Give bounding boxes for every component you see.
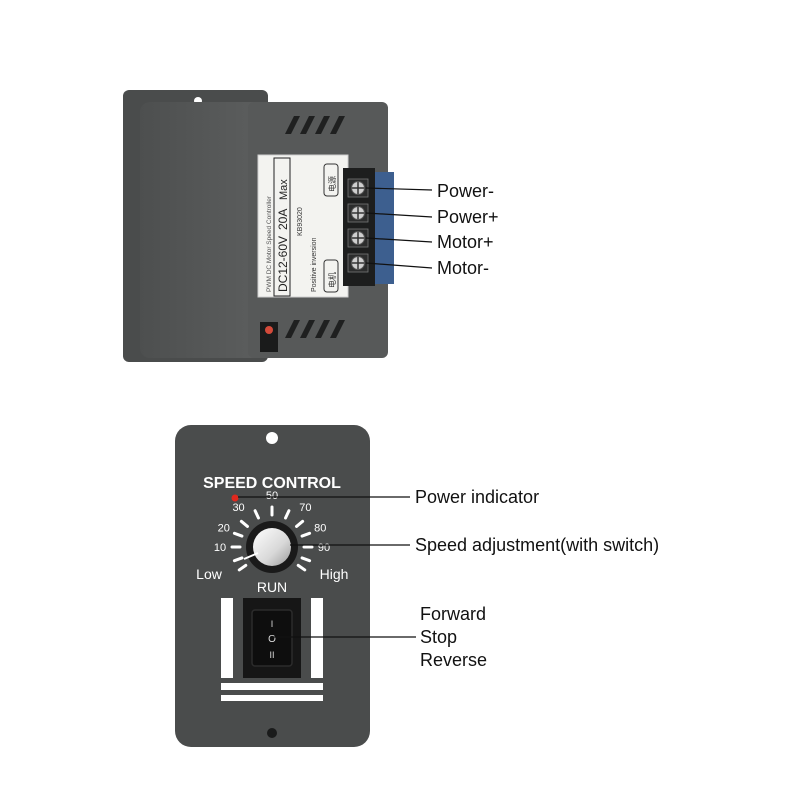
dial-label: 10: [214, 542, 226, 554]
panel-title: SPEED CONTROL: [203, 475, 341, 492]
dial-tick: [232, 556, 244, 563]
terminal-leaders: [365, 187, 433, 269]
rocker-switch[interactable]: [251, 609, 293, 667]
dial-label: 90: [318, 542, 330, 554]
spec-label: [257, 154, 349, 298]
terminal-screw: [347, 178, 369, 198]
callout-reverse: Reverse: [420, 650, 488, 670]
controller-unit: DC12-60V 20A Max PWM DC Motor Speed Cont…: [123, 90, 433, 362]
terminal-pcb: [372, 172, 394, 284]
switch-symbol-reverse: II: [269, 650, 274, 660]
dial-label: 30: [232, 502, 244, 514]
dial-tick: [295, 519, 305, 528]
callout-speed-adjustment: Speed adjustment(with switch): [415, 535, 660, 555]
terminal-screw: [347, 203, 369, 223]
spec-voltage-range: DC12-60V: [276, 236, 290, 292]
dial-tick: [300, 531, 312, 538]
high-label: High: [320, 566, 349, 582]
spec-tag-bottom: 电机: [327, 272, 337, 288]
dial-label: 20: [218, 523, 230, 535]
spec-model: KB93020: [297, 207, 304, 236]
vent-slots-bottom: [285, 320, 345, 338]
spec-max: Max: [278, 179, 290, 200]
dial-tick: [232, 531, 244, 538]
switch-frame: [221, 598, 323, 701]
run-label: RUN: [257, 579, 287, 595]
dial-tick: [284, 509, 291, 520]
dial-label: 80: [314, 523, 326, 535]
terminal-screws: [347, 178, 369, 273]
dial-tick: [300, 556, 312, 563]
dial-label: 70: [299, 502, 311, 514]
switch-symbol-forward: I: [271, 619, 274, 629]
callout-power-minus: Power-: [437, 181, 495, 201]
spec-tag-top: 电源: [327, 176, 337, 192]
dial-tick: [239, 519, 249, 528]
panel-leaders: [238, 496, 416, 638]
switch-symbol-stop: O: [268, 634, 276, 645]
callout-forward: Forward: [420, 604, 487, 624]
callout-power-plus: Power+: [437, 207, 499, 227]
dial-tick: [237, 563, 248, 572]
cable-notch: [260, 322, 278, 352]
spec-label-text: DC12-60V 20A Max PWM DC Motor Speed Cont…: [266, 157, 339, 297]
dial-tick: [253, 509, 260, 520]
spec-brand-line: PWM DC Motor Speed Controller: [266, 195, 273, 292]
dial-tick-marks: [230, 505, 314, 572]
speed-knob[interactable]: [253, 528, 291, 566]
callout-stop: Stop: [420, 627, 458, 647]
vent-slots-top: [285, 116, 345, 134]
callout-power-indicator: Power indicator: [415, 487, 540, 507]
power-led: [231, 494, 239, 502]
panel-mount-hole-top: [266, 432, 278, 444]
spec-current: 20A: [276, 209, 290, 230]
knob-pointer: [243, 552, 259, 560]
low-label: Low: [196, 566, 223, 582]
callout-motor-minus: Motor-: [437, 258, 490, 278]
dial-label: 50: [266, 490, 278, 502]
cable-notch-hole: [265, 326, 273, 334]
dial-tick: [296, 563, 307, 572]
panel-mount-hole-bottom: [267, 728, 277, 738]
terminal-screw: [347, 228, 369, 248]
spec-terminal-note: Positive inversion: [311, 237, 318, 292]
terminal-screw: [347, 253, 369, 273]
callout-motor-plus: Motor+: [437, 232, 494, 252]
